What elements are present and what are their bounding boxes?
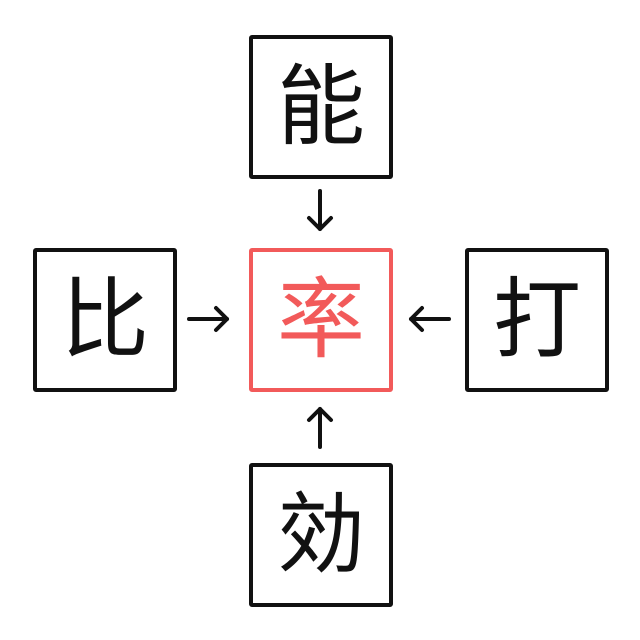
left-kanji-box: 比	[33, 248, 177, 392]
bottom-kanji: 効	[276, 483, 365, 586]
center-answer-box: 率	[249, 248, 393, 392]
arrow-right-icon	[187, 306, 229, 332]
bottom-kanji-box: 効	[249, 463, 393, 607]
top-kanji-box: 能	[249, 35, 393, 179]
center-answer-kanji: 率	[276, 268, 365, 371]
left-kanji: 比	[60, 268, 149, 371]
arrow-up-icon	[307, 407, 333, 449]
top-kanji: 能	[276, 55, 365, 158]
arrow-down-icon	[307, 189, 333, 231]
right-kanji-box: 打	[465, 248, 609, 392]
right-kanji: 打	[492, 268, 581, 371]
arrow-left-icon	[409, 306, 451, 332]
